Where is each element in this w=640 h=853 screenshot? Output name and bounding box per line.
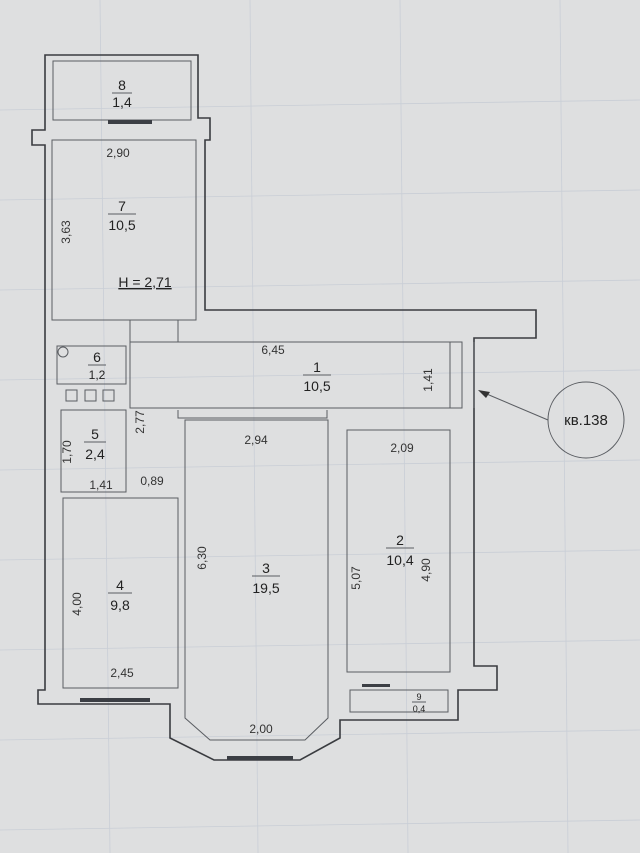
room-area: 10,5 [303,378,330,394]
ceiling-height: H = 2,71 [118,274,172,290]
apartment-label: кв.138 [564,412,608,429]
window [108,120,152,124]
dim-r4-height: 4,00 [70,592,84,616]
room-1: 1 10,5 [303,359,331,394]
window [362,684,390,687]
outer-walls [31,54,537,761]
room-area: 1,2 [89,368,106,382]
room-number: 2 [396,532,404,548]
room-9: 9 0,4 [412,692,426,714]
room-5: 5 2,4 [84,426,106,462]
windows [80,120,390,760]
dim-r2-top: 2,09 [390,441,414,455]
room-area: 10,5 [108,217,135,233]
room-number: 7 [118,198,126,214]
room-area: 9,8 [110,597,130,613]
dim-r7-width: 2,90 [106,146,130,160]
room-number: 4 [116,577,124,593]
dimensions: 2,90 3,63 6,45 1,41 2,94 6,30 2,00 2,09 … [59,146,435,736]
room-4: 4 9,8 [108,577,132,613]
dim-r2-right: 4,90 [419,558,433,582]
window [227,756,293,760]
dim-r3-top: 2,94 [244,433,268,447]
window [80,698,150,702]
apartment-circle [547,381,625,459]
dim-wall-277: 2,77 [133,410,147,434]
dim-r1-length: 6,45 [261,343,285,357]
room-area: 0,4 [413,704,426,714]
room-area: 2,4 [85,446,105,462]
room-7: 7 10,5 H = 2,71 [108,198,172,290]
dim-r1-width: 1,41 [421,368,435,392]
dim-gap: 0,89 [140,474,164,488]
room-number: 3 [262,560,270,576]
room-number: 9 [416,692,421,702]
room-2: 2 10,4 [386,532,414,568]
room-6: 6 1,2 [88,349,106,382]
dim-r4-width: 2,45 [110,666,134,680]
room-number: 1 [313,359,321,375]
dim-r7-height: 3,63 [59,220,73,244]
dim-r2-left: 5,07 [349,566,363,590]
dim-r3-height: 6,30 [195,546,209,570]
room-3: 3 19,5 [252,560,280,596]
room-8: 8 1,4 [112,77,132,110]
dim-r5-width: 1,41 [89,478,113,492]
room-area: 10,4 [386,552,413,568]
room-number: 8 [118,77,126,93]
dim-r5-height: 1,70 [60,440,74,464]
room-number: 5 [91,426,99,442]
dim-r3-bottom: 2,00 [249,722,273,736]
room-area: 1,4 [112,94,132,110]
room-number: 6 [93,349,101,365]
room-area: 19,5 [252,580,279,596]
apartment-callout: кв.138 [478,381,625,459]
